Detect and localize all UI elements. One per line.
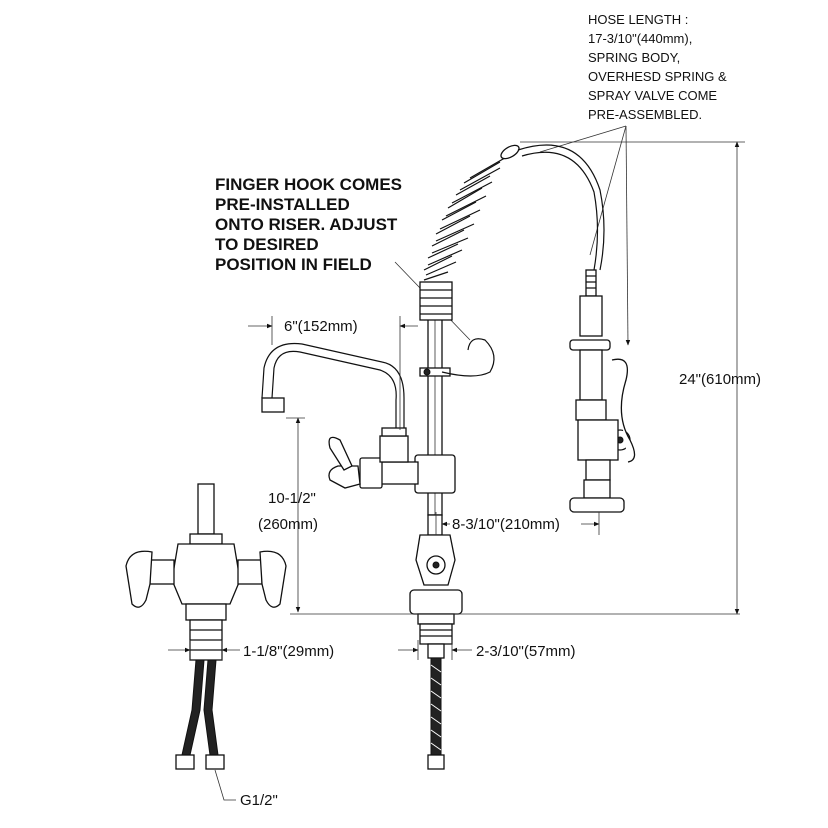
dimension-lines — [168, 141, 745, 801]
mixing-valve-assembly — [125, 483, 287, 770]
spout-aerator — [261, 397, 285, 413]
swing-spout — [271, 350, 397, 428]
dim-right-shank: 2-3/10"(57mm) — [476, 643, 576, 660]
spray-head — [569, 497, 625, 513]
supply-hose-left-b — [203, 659, 219, 756]
spray-hose — [517, 144, 605, 271]
pre-rinse-assembly — [261, 144, 636, 770]
deck-flange — [409, 589, 463, 615]
dim-supply-connection: G1/2" — [240, 792, 278, 809]
finger-note-line-3: ONTO RISER. ADJUST — [215, 215, 398, 234]
hose-length-note: HOSE LENGTH : 17-3/10"(440mm), SPRING BO… — [588, 12, 727, 122]
hose-note-line-5: SPRAY VALVE COME — [588, 88, 717, 103]
dim-left-shank: 1-1/8"(29mm) — [243, 643, 334, 660]
dim-spout-reach: 6"(152mm) — [284, 318, 358, 335]
hose-note-line-1: HOSE LENGTH : — [588, 12, 688, 27]
supply-hose-left-a — [181, 659, 205, 756]
right-handle — [259, 550, 287, 608]
spray-valve — [569, 269, 636, 513]
dim-overall-height: 24"(610mm) — [679, 371, 761, 388]
hose-note-line-4: OVERHESD SPRING & — [588, 69, 727, 84]
left-handle — [125, 550, 153, 608]
finger-note-line-1: FINGER HOOK COMES — [215, 175, 402, 194]
hose-note-line-3: SPRING BODY, — [588, 50, 680, 65]
finger-note-line-2: PRE-INSTALLED — [215, 195, 350, 214]
finger-note-line-4: TO DESIRED — [215, 235, 319, 254]
hose-note-line-2: 17-3/10"(440mm), — [588, 31, 692, 46]
finger-hook — [441, 338, 495, 377]
supply-hose-right — [430, 657, 442, 756]
overhead-spring — [419, 144, 520, 321]
trigger-handle — [611, 358, 636, 463]
mixer-body — [171, 543, 241, 605]
finger-note-line-5: POSITION IN FIELD — [215, 255, 372, 274]
dim-spout-height-line-1: 10-1/2" — [268, 490, 316, 507]
dim-spout-height-line-2: (260mm) — [258, 516, 318, 533]
mixer-riser — [197, 483, 215, 535]
hose-note-leaders — [539, 125, 631, 346]
dim-riser-offset: 8-3/10"(210mm) — [452, 516, 560, 533]
finger-hook-note: FINGER HOOK COMES PRE-INSTALLED ONTO RIS… — [215, 175, 402, 274]
hose-note-line-6: PRE-ASSEMBLED. — [588, 107, 702, 122]
